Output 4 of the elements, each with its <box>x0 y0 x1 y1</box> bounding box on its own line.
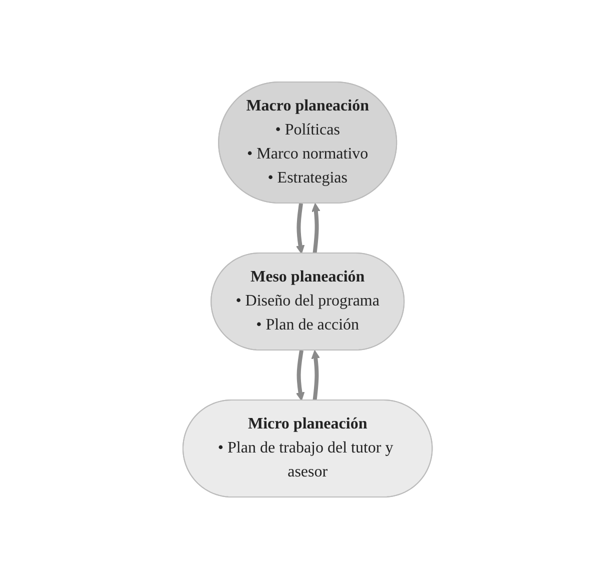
arrow <box>311 350 320 401</box>
arrow <box>296 350 305 401</box>
arrow <box>296 203 305 254</box>
arrow <box>311 203 320 254</box>
